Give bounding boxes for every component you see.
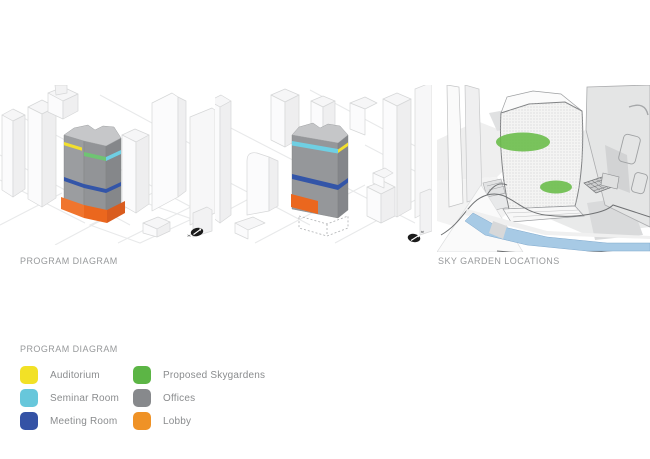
legend-item-meeting-room: Meeting Room — [20, 412, 133, 430]
glass-canopy-grid — [583, 172, 620, 194]
legend-label: Auditorium — [50, 369, 100, 381]
auditorium-swatch — [20, 366, 38, 384]
skygardens-swatch — [133, 366, 151, 384]
program-tower-1 — [61, 124, 125, 223]
sky-garden-lower — [540, 180, 572, 194]
north-arrow-icon — [407, 230, 425, 243]
seminar-band — [292, 141, 338, 154]
legend-label: Meeting Room — [50, 415, 118, 427]
tower-podium — [502, 205, 585, 223]
river — [464, 209, 650, 252]
bridge — [489, 221, 507, 239]
legend-item-offices: Offices — [133, 389, 265, 407]
program-diagram-view-2 — [215, 85, 432, 244]
sky-garden-upper — [496, 132, 550, 152]
seminar-room-swatch — [20, 389, 38, 407]
lobby-band — [61, 197, 84, 218]
meeting-room-swatch — [20, 412, 38, 430]
legend-label: Lobby — [163, 415, 192, 427]
context-buildings — [1, 85, 215, 238]
seminar-band — [106, 150, 121, 161]
sky-garden-tower — [496, 90, 585, 223]
program-tower-2 — [291, 122, 349, 219]
offices-swatch — [133, 389, 151, 407]
legend-column-2: Proposed Skygardens Offices Lobby — [133, 366, 265, 430]
caption-sky-garden-locations: SKY GARDEN LOCATIONS — [438, 256, 560, 266]
caption-program-diagram: PROGRAM DIAGRAM — [20, 256, 118, 266]
legend-item-seminar-room: Seminar Room — [20, 389, 133, 407]
legend-label: Offices — [163, 392, 196, 404]
legend-item-auditorium: Auditorium — [20, 366, 133, 384]
tower-roof — [291, 122, 349, 144]
legend-item-lobby: Lobby — [133, 412, 265, 430]
legend-title: PROGRAM DIAGRAM — [20, 344, 118, 354]
podium-footprint-dashed — [298, 215, 349, 237]
auditorium-band — [338, 142, 348, 153]
meeting-band — [292, 174, 338, 190]
lobby-band — [291, 194, 318, 214]
left-slabs — [446, 85, 483, 208]
context-buildings — [215, 85, 432, 240]
program-legend: Auditorium Seminar Room Meeting Room Pro… — [20, 366, 265, 430]
auditorium-band — [64, 142, 82, 151]
north-arrow-icon — [187, 227, 204, 237]
lobby-swatch — [133, 412, 151, 430]
sky-garden-render — [437, 85, 650, 252]
legend-column-1: Auditorium Seminar Room Meeting Room — [20, 366, 133, 430]
skygarden-band — [84, 152, 106, 161]
legend-item-proposed-skygardens: Proposed Skygardens — [133, 366, 265, 384]
program-diagram-view-1 — [0, 85, 215, 245]
legend-label: Proposed Skygardens — [163, 369, 266, 381]
legend-label: Seminar Room — [50, 392, 120, 404]
meeting-band — [64, 177, 84, 188]
tower-roof — [63, 124, 122, 147]
